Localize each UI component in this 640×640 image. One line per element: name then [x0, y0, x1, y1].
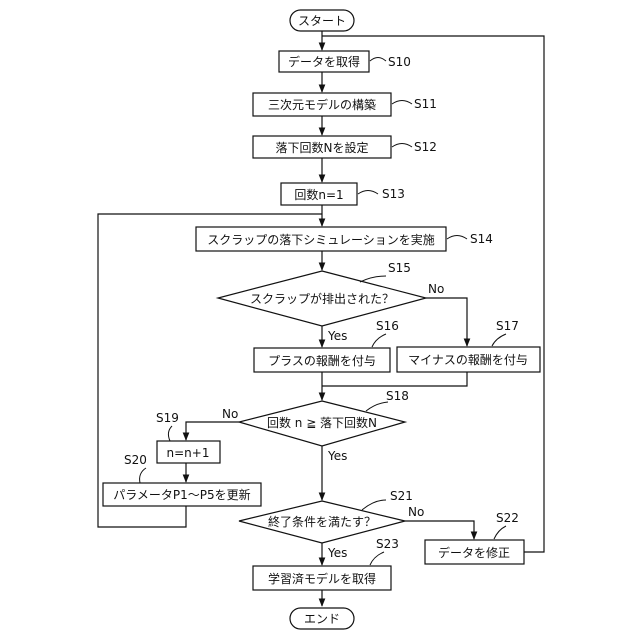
ref-s10: S10: [370, 55, 411, 69]
ref-s19: S19: [156, 411, 179, 441]
step-s13-label: 回数n=1: [294, 187, 343, 202]
ref-s14: S14: [447, 232, 493, 246]
decision-s15-label: スクラップが排出された？: [250, 291, 394, 306]
s21-no-label: No: [408, 505, 424, 519]
step-s19: n=n+1: [157, 441, 220, 463]
step-s10-label: データを取得: [288, 54, 360, 69]
end-label: エンド: [304, 612, 340, 626]
ref-s13-text: S13: [382, 187, 405, 201]
step-s14: スクラップの落下シミュレーションを実施: [196, 227, 446, 251]
decision-s18: 回数 n ≧ 落下回数N: [239, 401, 405, 446]
ref-s15-text: S15: [388, 261, 411, 275]
arrow-s18-no-s19: [186, 422, 239, 440]
ref-s15: S15: [360, 261, 411, 282]
ref-s11-text: S11: [414, 97, 437, 111]
step-s22-label: データを修正: [438, 545, 510, 560]
s15-no-label: No: [428, 282, 444, 296]
step-s23-label: 学習済モデルを取得: [268, 571, 376, 586]
start-terminal: スタート: [290, 10, 354, 31]
arrow-s15-no-s17: [426, 298, 467, 346]
ref-s10-text: S10: [388, 55, 411, 69]
ref-s17-text: S17: [496, 319, 519, 333]
ref-s13: S13: [358, 187, 405, 201]
start-label: スタート: [298, 14, 346, 28]
step-s17-label: マイナスの報酬を付与: [408, 353, 528, 367]
s21-yes-label: Yes: [327, 546, 347, 560]
ref-s14-text: S14: [470, 232, 493, 246]
step-s22: データを修正: [425, 540, 524, 564]
ref-s12-text: S12: [414, 140, 437, 154]
ref-s12: S12: [392, 140, 437, 154]
ref-s21-text: S21: [390, 489, 413, 503]
step-s19-label: n=n+1: [167, 446, 210, 460]
step-s16: プラスの報酬を付与: [254, 348, 390, 372]
step-s10: データを取得: [279, 51, 369, 72]
ref-s11: S11: [392, 97, 437, 111]
step-s23: 学習済モデルを取得: [253, 566, 391, 590]
step-s20-label: パラメータP1～P5を更新: [113, 487, 250, 502]
ref-s18-text: S18: [386, 389, 409, 403]
decision-s18-label: 回数 n ≧ 落下回数N: [267, 415, 377, 430]
ref-s22-text: S22: [496, 511, 519, 525]
ref-s23: S23: [370, 537, 399, 565]
step-s12: 落下回数Nを設定: [253, 136, 391, 158]
s18-yes-label: Yes: [327, 449, 347, 463]
step-s14-label: スクラップの落下シミュレーションを実施: [207, 232, 435, 247]
step-s16-label: プラスの報酬を付与: [268, 354, 376, 368]
s18-no-label: No: [222, 407, 238, 421]
ref-s20-text: S20: [124, 453, 147, 467]
ref-s18: S18: [366, 389, 409, 411]
ref-s19-text: S19: [156, 411, 179, 425]
step-s12-label: 落下回数Nを設定: [276, 140, 369, 155]
step-s17: マイナスの報酬を付与: [397, 347, 540, 372]
ref-s22: S22: [494, 511, 519, 539]
step-s20: パラメータP1～P5を更新: [103, 483, 261, 506]
end-terminal: エンド: [290, 608, 354, 629]
step-s11-label: 三次元モデルの構築: [268, 97, 376, 112]
decision-s21-label: 終了条件を満たす？: [268, 514, 376, 529]
merge-s17: [322, 372, 467, 386]
decision-s15: スクラップが排出された？: [218, 271, 426, 326]
ref-s20: S20: [124, 453, 147, 483]
ref-s17: S17: [492, 319, 519, 346]
ref-s21: S21: [362, 489, 413, 510]
ref-s23-text: S23: [376, 537, 399, 551]
step-s11: 三次元モデルの構築: [253, 93, 391, 116]
arrow-s21-no-s22: [405, 521, 474, 539]
s15-yes-label: Yes: [327, 329, 347, 343]
ref-s16: S16: [372, 319, 399, 347]
step-s13: 回数n=1: [281, 183, 357, 205]
ref-s16-text: S16: [376, 319, 399, 333]
